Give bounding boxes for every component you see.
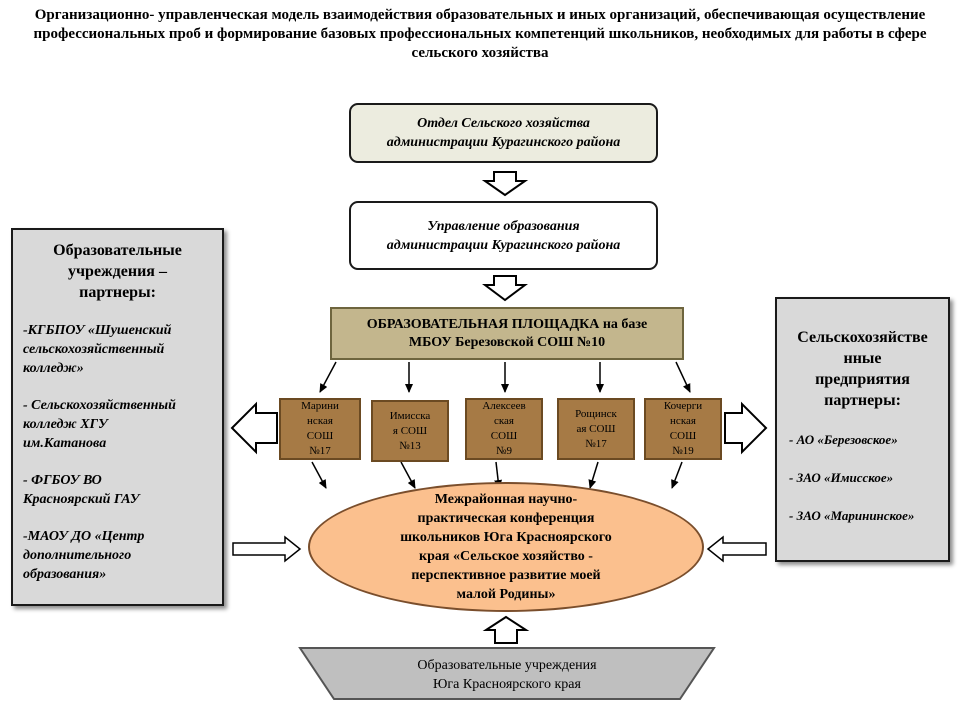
school-box: Алексеев ская СОШ №9 <box>465 398 543 460</box>
list-item-line: им.Катанова <box>23 436 107 451</box>
list-item: - ЗАО «Имисское» <box>789 470 894 485</box>
list-item-line: -КГБПОУ «Шушенский <box>23 323 172 338</box>
block-arrow-right <box>724 401 768 455</box>
block-arrow-left <box>230 401 278 455</box>
diagram-title: Организационно- управленческая модель вз… <box>33 7 927 61</box>
school-line: Рощинск <box>575 407 617 420</box>
educational-partners-panel: Образовательные учреждения – партнеры: -… <box>11 228 224 606</box>
heading-line: Образовательные <box>53 242 182 259</box>
list-item: - АО «Березовское» <box>789 432 898 447</box>
educational-platform-box: ОБРАЗОВАТЕЛЬНАЯ ПЛОЩАДКА на базе МБОУ Бе… <box>330 307 684 360</box>
arrow-school-conf-5 <box>671 461 683 489</box>
school-line: ая СОШ <box>576 422 616 435</box>
list-item-line: образования» <box>23 567 107 582</box>
agriculture-department-box: Отдел Сельского хозяйства администрации … <box>349 103 658 163</box>
conference-line: школьников Юга Красноярского <box>400 530 612 545</box>
school-line: Алексеев <box>482 400 526 412</box>
heading-line: партнеры: <box>824 392 901 409</box>
regional-institutions-label: Образовательные учреждения Юга Красноярс… <box>300 652 714 698</box>
arrow-platform-school-1 <box>319 361 337 393</box>
block-arrow-down-2 <box>482 275 528 302</box>
school-line: ская <box>493 415 514 427</box>
conference-line: практическая конференция <box>417 511 595 526</box>
school-line: №9 <box>496 445 512 457</box>
list-item-line: дополнительного <box>23 548 132 563</box>
list-item-line: колледж ХГУ <box>23 417 108 432</box>
conference-ellipse: Межрайонная научно- практическая конфере… <box>308 482 704 612</box>
school-line: я СОШ <box>392 424 428 437</box>
conference-line: края «Сельское хозяйство - <box>419 549 593 564</box>
block-arrow-right-to-conf <box>706 535 767 563</box>
school-line: №17 <box>585 437 607 450</box>
arrow-school-conf-1 <box>311 461 327 489</box>
conference-line: перспективное развитие моей <box>411 568 601 583</box>
list-item-line: - ФГБОУ ВО <box>23 473 102 488</box>
conference-line: Межрайонная научно- <box>434 492 578 507</box>
education-department-line2: администрации Курагинского района <box>386 237 621 253</box>
bottom-trapezoid <box>298 647 716 700</box>
list-item: -КГБПОУ «Шушенский сельскохозяйственный … <box>23 321 212 378</box>
block-arrow-left-to-conf <box>232 535 302 563</box>
regional-institutions-line1: Образовательные учреждения <box>417 658 597 673</box>
arrow-school-conf-4 <box>588 461 599 489</box>
list-item-line: колледж» <box>23 361 84 376</box>
school-line: Имисска <box>389 409 431 422</box>
school-box: Кочерги нская СОШ №19 <box>644 398 722 460</box>
education-department-box: Управление образования администрации Кур… <box>349 201 658 270</box>
list-item-line: сельскохозяйственный <box>23 342 165 357</box>
arrow-school-conf-2 <box>400 461 416 489</box>
school-box: Имисска я СОШ №13 <box>371 400 449 462</box>
school-line: №19 <box>672 445 694 457</box>
school-line: №17 <box>309 445 331 457</box>
school-line: СОШ <box>669 430 697 442</box>
list-item: - ЗАО «Марининское» <box>789 508 915 523</box>
list-item-line: Красноярский ГАУ <box>23 492 140 507</box>
heading-line: учреждения – <box>68 263 167 280</box>
educational-partners-heading: Образовательные учреждения – партнеры: <box>23 240 212 303</box>
heading-line: нные <box>843 350 882 367</box>
regional-institutions-line2: Юга Красноярского края <box>433 677 581 692</box>
list-item: - ФГБОУ ВО Красноярский ГАУ <box>23 471 212 509</box>
list-item: - Сельскохозяйственный колледж ХГУ им.Ка… <box>23 396 212 453</box>
school-line: №13 <box>399 439 421 452</box>
arrow-platform-school-5 <box>675 361 691 393</box>
heading-line: партнеры: <box>79 284 156 301</box>
agriculture-department-line1: Отдел Сельского хозяйства <box>417 116 590 131</box>
heading-line: предприятия <box>815 371 910 388</box>
school-box: Рощинск ая СОШ №17 <box>557 398 635 460</box>
school-line: нская <box>307 415 333 427</box>
education-department-line1: Управление образования <box>427 218 580 234</box>
educational-platform-line2: МБОУ Березовской СОШ №10 <box>408 334 606 350</box>
block-arrow-up <box>482 615 530 644</box>
list-item: -МАОУ ДО «Центр дополнительного образова… <box>23 527 212 584</box>
agricultural-partners-panel: Сельскохозяйстве нные предприятия партне… <box>775 297 950 562</box>
list-item-line: -МАОУ ДО «Центр <box>23 529 145 544</box>
list-item-line: - Сельскохозяйственный <box>23 398 176 413</box>
school-box: Марини нская СОШ №17 <box>279 398 361 460</box>
school-line: нская <box>670 415 696 427</box>
block-arrow-down-1 <box>481 171 529 197</box>
agricultural-partners-list: - АО «Березовское» - ЗАО «Имисское» - ЗА… <box>785 431 940 524</box>
educational-platform-line1: ОБРАЗОВАТЕЛЬНАЯ ПЛОЩАДКА на базе <box>366 316 648 332</box>
heading-line: Сельскохозяйстве <box>797 329 928 346</box>
educational-partners-list: -КГБПОУ «Шушенский сельскохозяйственный … <box>23 321 212 584</box>
school-line: Кочерги <box>663 400 703 412</box>
school-line: СОШ <box>306 430 334 442</box>
school-line: СОШ <box>490 430 518 442</box>
agriculture-department-line2: администрации Курагинского района <box>386 135 621 150</box>
conference-line: малой Родины» <box>456 587 556 602</box>
agricultural-partners-heading: Сельскохозяйстве нные предприятия партне… <box>785 327 940 411</box>
school-line: Марини <box>301 400 339 412</box>
